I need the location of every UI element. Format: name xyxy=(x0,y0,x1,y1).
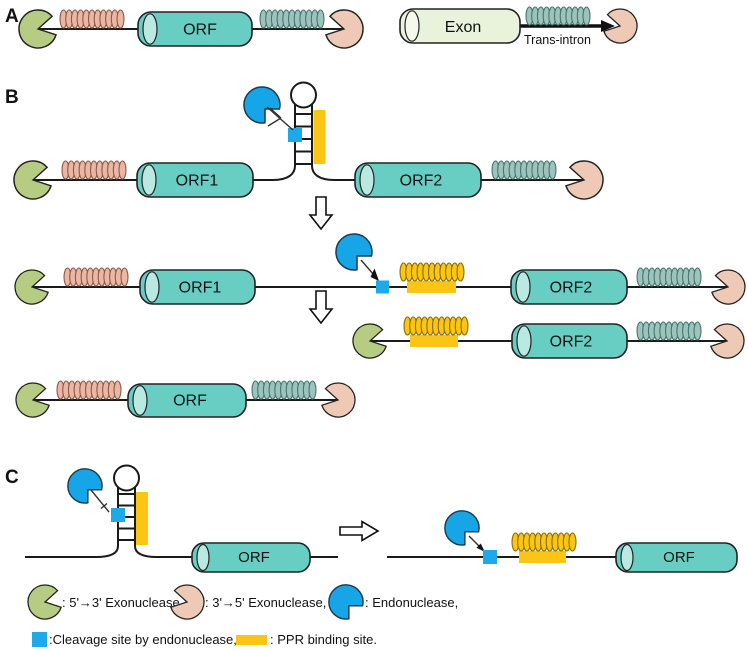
orf1-label: ORF1 xyxy=(179,280,222,297)
orf2-label: ORF2 xyxy=(550,334,593,351)
ppr-binding-site xyxy=(407,281,456,293)
orf-label: ORF xyxy=(183,22,217,39)
ppr-binding-site xyxy=(519,551,566,563)
loop-circle xyxy=(290,81,317,109)
exon-label: Exon xyxy=(445,19,481,36)
gold-coil xyxy=(399,262,465,282)
cleavage-site xyxy=(32,632,47,647)
gold-coil xyxy=(511,532,577,552)
gold-coil xyxy=(403,316,469,336)
orf1-cylinder: ORF1 xyxy=(139,269,256,305)
exonuclease-5-3-icon xyxy=(24,581,64,623)
panel-a-label: A xyxy=(5,6,19,27)
blocked-cleavage-arrow xyxy=(266,106,294,131)
stem-rungs xyxy=(295,113,312,165)
blocked-cleavage-arrow xyxy=(90,489,110,513)
teal-coil xyxy=(525,6,591,26)
ppr-binding-site xyxy=(410,335,458,347)
loop-circle xyxy=(113,464,140,492)
pink-coil xyxy=(59,9,125,29)
cleavage-site xyxy=(111,508,125,522)
arrowhead-icon xyxy=(601,20,615,32)
panel-c-stemloop-mrna: ORF xyxy=(25,464,338,573)
legend-endo-label: : Endonuclease, xyxy=(365,595,458,610)
orf-label: ORF xyxy=(173,393,207,410)
orf2-cylinder: ORF2 xyxy=(510,269,628,305)
exon-cylinder: Exon xyxy=(399,8,521,44)
arrowhead-icon xyxy=(476,543,485,552)
panel-b-orf-product: ORF xyxy=(12,379,359,421)
orf-label: ORF xyxy=(238,549,270,566)
teal-coil xyxy=(636,267,702,287)
legend-exo53-label: : 5'→3' Exonuclease, xyxy=(62,595,183,610)
panel-a-mature-mrna: ORF xyxy=(14,6,368,53)
panel-b-precursor: ORF1 ORF2 xyxy=(9,81,608,204)
panel-b-label: B xyxy=(5,87,19,108)
rna-line xyxy=(25,486,338,558)
cleavage-arrow xyxy=(360,259,375,276)
endonuclease-icon xyxy=(335,233,373,271)
endonuclease-icon xyxy=(328,584,364,620)
orf-cylinder: ORF xyxy=(191,542,311,573)
teal-coil xyxy=(636,321,702,341)
orf2-label: ORF2 xyxy=(400,173,443,190)
stem-rungs xyxy=(118,493,135,541)
legend-cleavage-label: :Cleavage site by endonuclease, xyxy=(49,632,237,647)
endonuclease-icon xyxy=(444,510,480,546)
orf-label: ORF xyxy=(663,549,695,566)
panel-a-trans-intron: Exon Trans-intron xyxy=(399,5,641,47)
panel-b-cleavage-step: ORF1 ORF2 xyxy=(11,233,748,308)
orf2-label: ORF2 xyxy=(550,280,593,297)
down-arrow-icon xyxy=(308,290,334,325)
teal-coil xyxy=(251,380,317,400)
down-arrow-icon xyxy=(308,196,334,231)
pink-coil xyxy=(61,160,127,180)
stem-lines xyxy=(272,103,335,181)
arrowhead-icon xyxy=(370,268,379,281)
legend-exo35-label: : 3'→5' Exonuclease, xyxy=(205,595,326,610)
right-arrow-icon xyxy=(339,520,380,542)
orf1-cylinder: ORF1 xyxy=(136,162,254,198)
orf2-cylinder: ORF2 xyxy=(354,162,482,198)
cleavage-site xyxy=(376,280,389,294)
cleavage-arrow xyxy=(468,535,481,548)
cleavage-site xyxy=(483,550,497,564)
trans-intron-label: Trans-intron xyxy=(524,33,591,47)
orf-cylinder: ORF xyxy=(127,383,247,418)
teal-coil xyxy=(491,160,557,180)
endonuclease-icon xyxy=(243,86,281,124)
ppr-binding-site xyxy=(236,635,267,645)
stem-loop xyxy=(272,81,335,181)
ppr-binding-site xyxy=(136,492,148,545)
panel-c-label: C xyxy=(5,467,19,488)
teal-coil xyxy=(259,9,325,29)
panel-c-cleaved-mrna: ORF xyxy=(387,510,738,573)
orf2-cylinder: ORF2 xyxy=(511,323,628,359)
panel-b-orf2-product: ORF2 xyxy=(349,316,748,362)
legend: : 5'→3' Exonuclease, : 3'→5' Exonuclease… xyxy=(24,581,458,647)
cleavage-site xyxy=(288,128,302,142)
orf1-label: ORF1 xyxy=(176,173,219,190)
orf-cylinder: ORF xyxy=(615,542,738,573)
orf-cylinder: ORF xyxy=(137,11,253,47)
pink-coil xyxy=(63,267,129,287)
ppr-binding-site xyxy=(313,110,326,164)
pink-coil xyxy=(56,380,122,400)
legend-ppr-label: : PPR binding site. xyxy=(270,632,377,647)
